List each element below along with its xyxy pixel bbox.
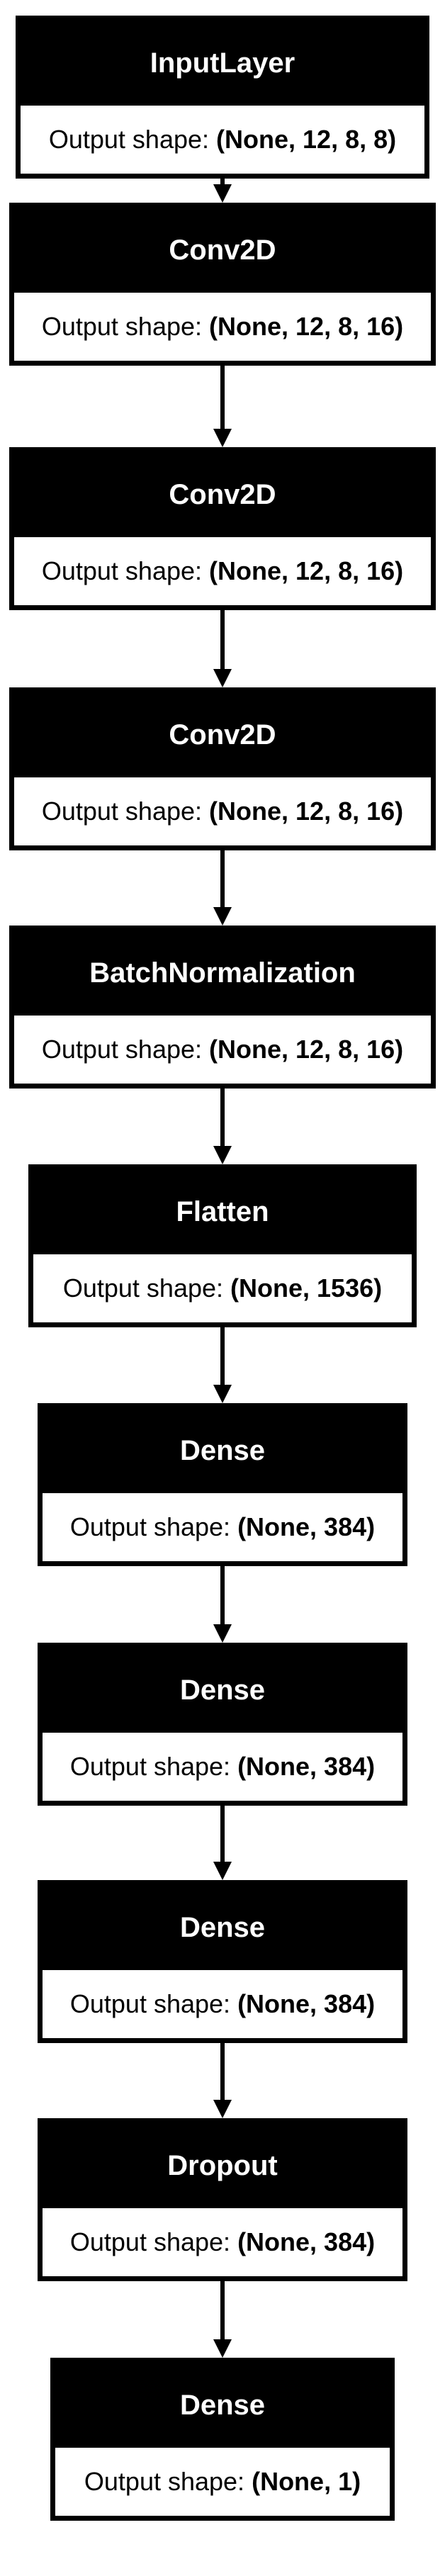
arrow-head-icon: [213, 669, 232, 687]
output-shape-value: (None, 384): [237, 1989, 376, 2018]
layer-title: Conv2D: [14, 208, 431, 293]
layer-title: Flatten: [33, 1169, 412, 1254]
layer-output-shape: Output shape: (None, 384): [43, 2208, 402, 2276]
layer-output-shape: Output shape: (None, 384): [43, 1733, 402, 1801]
output-shape-label: Output shape:: [48, 125, 210, 154]
output-shape-label: Output shape:: [41, 797, 203, 826]
arrow-head-icon: [213, 429, 232, 447]
output-shape-value: (None, 12, 8, 16): [209, 312, 404, 341]
layer-node-conv2d-3: Conv2D Output shape: (None, 12, 8, 16): [9, 687, 436, 850]
layer-node-dense-output: Dense Output shape: (None, 1): [50, 2358, 395, 2521]
layer-output-shape: Output shape: (None, 12, 8, 16): [14, 293, 431, 361]
output-shape-value: (None, 1): [252, 2467, 361, 2496]
output-shape-value: (None, 384): [237, 1752, 376, 1781]
layer-title: InputLayer: [21, 21, 424, 106]
output-shape-value: (None, 12, 8, 8): [216, 125, 397, 154]
layer-node-dropout: Dropout Output shape: (None, 384): [38, 2118, 407, 2281]
layer-node-flatten: Flatten Output shape: (None, 1536): [28, 1164, 417, 1327]
arrow-head-icon: [213, 184, 232, 203]
layer-node-batchnormalization: BatchNormalization Output shape: (None, …: [9, 926, 436, 1089]
output-shape-label: Output shape:: [69, 1512, 231, 1541]
layer-node-conv2d-1: Conv2D Output shape: (None, 12, 8, 16): [9, 203, 436, 366]
layer-node-conv2d-2: Conv2D Output shape: (None, 12, 8, 16): [9, 447, 436, 610]
output-shape-value: (None, 12, 8, 16): [209, 556, 404, 585]
layer-output-shape: Output shape: (None, 1536): [33, 1254, 412, 1322]
layer-output-shape: Output shape: (None, 12, 8, 8): [21, 106, 424, 174]
layer-output-shape: Output shape: (None, 384): [43, 1493, 402, 1561]
arrow-head-icon: [213, 1385, 232, 1403]
output-shape-label: Output shape:: [69, 1989, 231, 2018]
layer-node-dense-2: Dense Output shape: (None, 384): [38, 1643, 407, 1806]
arrow-head-icon: [213, 1624, 232, 1643]
output-shape-value: (None, 12, 8, 16): [209, 797, 404, 826]
output-shape-label: Output shape:: [41, 556, 203, 585]
output-shape-label: Output shape:: [84, 2467, 245, 2496]
layer-title: Dense: [55, 2363, 390, 2448]
layer-title: Dropout: [43, 2123, 402, 2208]
layer-output-shape: Output shape: (None, 12, 8, 16): [14, 1016, 431, 1084]
output-shape-value: (None, 384): [237, 1512, 376, 1541]
arrow-head-icon: [213, 1862, 232, 1880]
arrow-head-icon: [213, 2100, 232, 2118]
output-shape-label: Output shape:: [69, 1752, 231, 1781]
output-shape-label: Output shape:: [62, 1273, 224, 1303]
layer-title: Dense: [43, 1885, 402, 1970]
output-shape-value: (None, 384): [237, 2227, 376, 2256]
output-shape-value: (None, 12, 8, 16): [209, 1035, 404, 1064]
layer-title: Dense: [43, 1408, 402, 1493]
arrow-head-icon: [213, 2339, 232, 2358]
layer-title: Conv2D: [14, 452, 431, 537]
layer-title: Conv2D: [14, 692, 431, 777]
layer-output-shape: Output shape: (None, 1): [55, 2448, 390, 2516]
layer-output-shape: Output shape: (None, 12, 8, 16): [14, 777, 431, 845]
output-shape-label: Output shape:: [69, 2227, 231, 2256]
arrow-head-icon: [213, 907, 232, 926]
layer-node-dense-3: Dense Output shape: (None, 384): [38, 1880, 407, 2043]
arrow-head-icon: [213, 1146, 232, 1164]
layer-title: BatchNormalization: [14, 930, 431, 1016]
layer-output-shape: Output shape: (None, 384): [43, 1970, 402, 2038]
output-shape-label: Output shape:: [41, 312, 203, 341]
output-shape-label: Output shape:: [41, 1035, 203, 1064]
output-shape-value: (None, 1536): [230, 1273, 383, 1303]
layer-output-shape: Output shape: (None, 12, 8, 16): [14, 537, 431, 605]
layer-node-dense-1: Dense Output shape: (None, 384): [38, 1403, 407, 1566]
layer-title: Dense: [43, 1648, 402, 1733]
layer-node-input: InputLayer Output shape: (None, 12, 8, 8…: [16, 16, 429, 179]
